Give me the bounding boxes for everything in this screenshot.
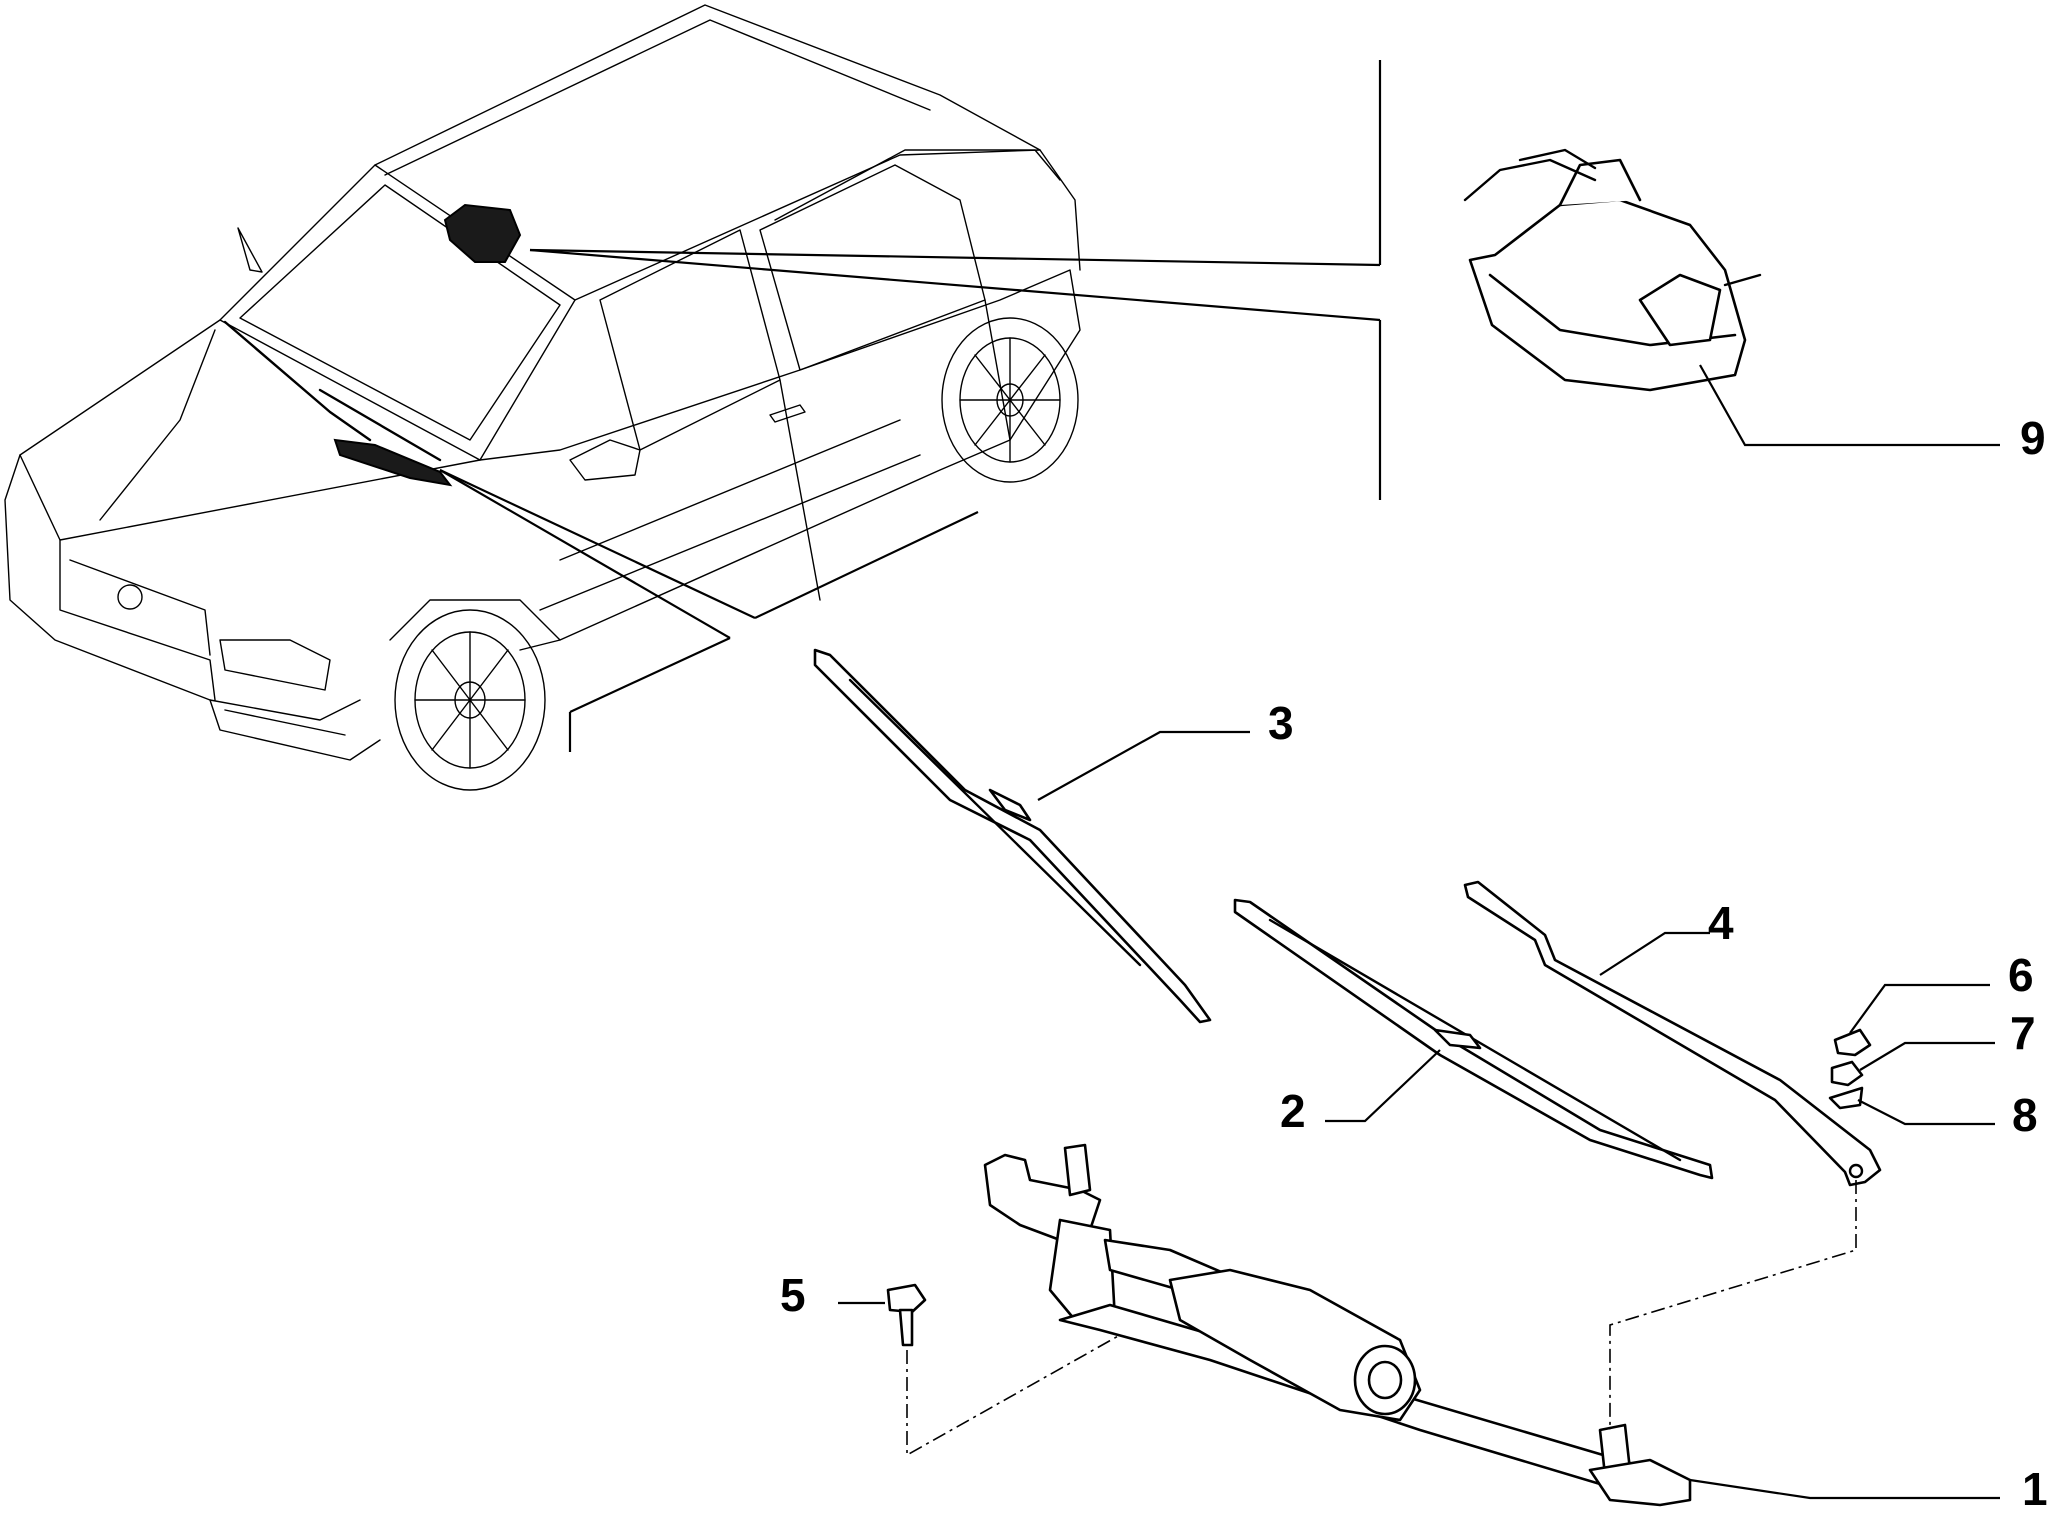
rain-sensor: [1463, 148, 1762, 392]
car-illustration: [4, 4, 1081, 791]
wiper-arm-4: [1463, 880, 1882, 1187]
callout-3: 3: [1268, 697, 1294, 749]
callout-4: 4: [1708, 897, 1734, 949]
callout-8: 8: [2012, 1089, 2038, 1141]
cap-6: [1833, 1028, 1872, 1057]
callout-9: 9: [2020, 412, 2046, 464]
wiper-blade-3: [813, 648, 1212, 1024]
nut-7: [1830, 1060, 1864, 1087]
callout-1: 1: [2022, 1463, 2048, 1515]
bolt-5: [886, 1283, 927, 1347]
wiper-linkage-motor: [983, 1143, 1692, 1507]
assembly-lines: [906, 1180, 1857, 1457]
washer-8: [1828, 1086, 1864, 1110]
callout-5: 5: [780, 1269, 806, 1321]
leader-lines: [439, 60, 2000, 1500]
callout-7: 7: [2010, 1007, 2036, 1059]
callout-6: 6: [2008, 949, 2034, 1001]
callout-2: 2: [1280, 1085, 1306, 1137]
wiper-blade-2: [1233, 898, 1714, 1180]
